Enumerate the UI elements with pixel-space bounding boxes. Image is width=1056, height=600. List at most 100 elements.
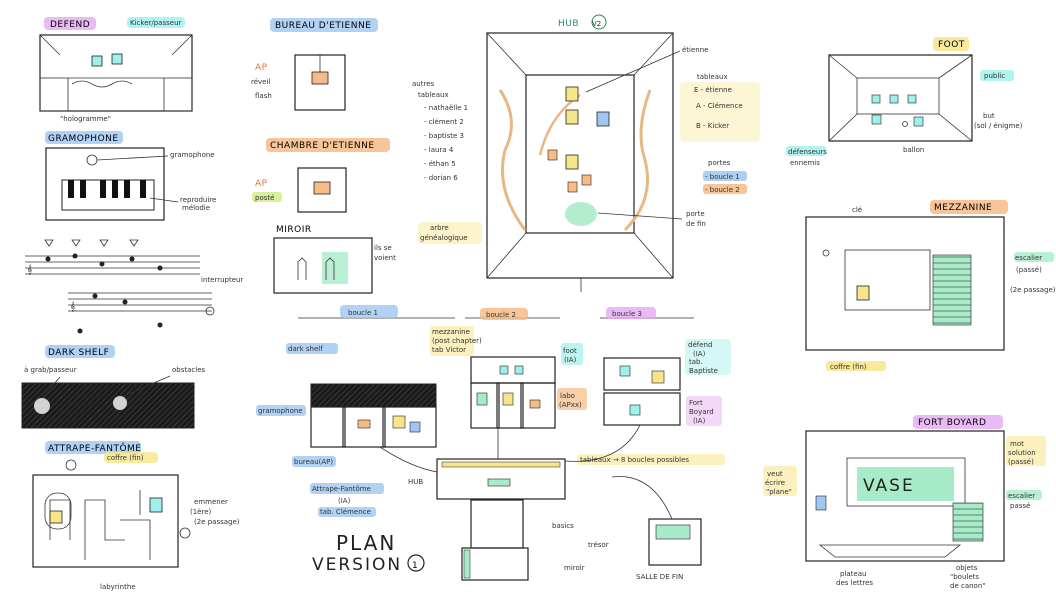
mezzanine-section: MEZZANINE clé escalier (passé) (2e passa… xyxy=(805,200,1056,371)
interrupteur-note: interrupteur xyxy=(201,276,243,284)
emmener-note-2: (1ère) xyxy=(190,508,212,516)
autres-tableaux-item: - éthan 5 xyxy=(424,160,456,168)
vase-word: VASE xyxy=(863,476,915,496)
plan-gramophone: gramophone xyxy=(258,407,303,415)
obstacles-note: obstacles xyxy=(172,366,206,374)
defenseurs-note-2: ennemis xyxy=(790,159,820,167)
but-note-2: (sol / énigme) xyxy=(974,122,1023,130)
plan-fort-3: (IA) xyxy=(693,417,706,425)
autres-head-2: tableaux xyxy=(418,91,449,99)
coffre-fin-mez: coffre (fin) xyxy=(830,363,867,371)
plan-dark-shelf: dark shelf xyxy=(288,345,323,353)
tableaux-b: B - Kicker xyxy=(696,122,729,130)
mot-note-2: solution xyxy=(1008,449,1036,457)
fort-boyard-section: FORT BOYARD VASE mot solution (passé) es… xyxy=(763,415,1046,590)
plan-mezzanine-2: (post chapter) xyxy=(432,337,482,345)
plan-hub: HUB xyxy=(408,478,423,486)
objets-note-2: "boulets xyxy=(950,573,979,581)
plan-tresor: trésor xyxy=(588,541,609,549)
porte-fin-1: porte xyxy=(686,210,705,218)
emmener-note-1: emmener xyxy=(194,498,228,506)
tableaux-head: tableaux xyxy=(697,73,728,81)
plan-basics: basics xyxy=(552,522,574,530)
plan-attrape-1: Attrape-Fantôme xyxy=(312,485,371,493)
dark-shelf-section: DARK SHELF à grab/passeur obstacles xyxy=(21,345,206,429)
miroir-title: MIROIR xyxy=(276,225,312,235)
plan-labo-1: labo xyxy=(560,392,575,400)
dark-shelf-title: DARK SHELF xyxy=(48,348,109,358)
defend-hologramme-label: "hologramme" xyxy=(60,115,111,123)
plan-bureau: bureau(AP) xyxy=(294,458,333,466)
bureau-reveil: réveil xyxy=(251,78,270,86)
fort-boyard-title: FORT BOYARD xyxy=(918,418,986,428)
plan-miroir: miroir xyxy=(564,564,585,572)
plan-title: PLAN xyxy=(336,531,396,555)
chambre-section: CHAMBRE D'ETIENNE AP posté xyxy=(252,138,390,213)
chambre-poste: posté xyxy=(255,194,274,202)
tableaux-a: A - Clémence xyxy=(696,102,743,110)
attrape-section: ATTRAPE-FANTÔME coffre (fin) emmener (1è… xyxy=(32,441,240,591)
hub-version: V2 xyxy=(592,20,601,28)
plan-labo-2: (APxx) xyxy=(559,401,582,409)
plan-tableaux-boucles: tableaux → 8 boucles possibles xyxy=(580,456,689,464)
esc-fb-note-1: escalier xyxy=(1008,492,1035,500)
portes-boucle2: - boucle 2 xyxy=(705,186,740,194)
plan-version-num: 1 xyxy=(412,561,418,571)
objets-note-3: de canon" xyxy=(950,582,986,590)
bureau-title: BUREAU D'ETIENNE xyxy=(275,21,371,31)
autres-tableaux-item: - laura 4 xyxy=(424,146,454,154)
tableaux-e: E - étienne xyxy=(694,86,732,94)
mot-note-3: (passé) xyxy=(1008,458,1034,466)
foot-section: FOOT public but (sol / énigme) défenseur… xyxy=(786,37,1023,167)
defend-kicker-label: Kicker/passeur xyxy=(130,19,182,27)
emmener-note-3: (2e passage) xyxy=(194,518,240,526)
mot-note-1: mot xyxy=(1010,440,1024,448)
plan-version: VERSION xyxy=(312,555,402,575)
dark-grab-note: à grab/passeur xyxy=(24,366,77,374)
plan-section: boucle 1 boucle 2 boucle 3 dark shelf gr… xyxy=(256,305,731,581)
plan-foot-1: foot xyxy=(563,347,577,355)
bureau-flash: flash xyxy=(255,92,272,100)
plan-foot-2: (IA) xyxy=(564,356,577,364)
plan-attrape-2: (IA) xyxy=(338,497,351,505)
escalier-note-3: (2e passage) xyxy=(1010,286,1056,294)
ballon-note: ballon xyxy=(903,146,924,154)
miroir-note-1: ils se xyxy=(374,244,392,252)
music-staff-2: 𝄞 xyxy=(68,292,215,334)
hub-section: HUB V2 étienne tableaux E - étienne A - … xyxy=(412,14,760,292)
gramophone-section: GRAMOPHONE gramophone reproduire mélodie… xyxy=(25,131,243,334)
plan-defend-3: tab. xyxy=(689,358,703,366)
escalier-note-1: escalier xyxy=(1015,254,1042,262)
autres-tableaux-item: - baptiste 3 xyxy=(424,132,464,140)
portes-head: portes xyxy=(708,159,731,167)
gramophone-title: GRAMOPHONE xyxy=(48,134,119,144)
plan-defend-1: défend xyxy=(688,341,712,349)
objets-note-1: objets xyxy=(956,564,978,572)
bureau-section: BUREAU D'ETIENNE AP réveil flash xyxy=(251,18,378,111)
porte-fin-2: de fin xyxy=(686,220,706,228)
plan-attrape-3: tab. Clémence xyxy=(320,508,371,516)
plan-mezzanine-3: tab Victor xyxy=(432,346,466,354)
miroir-section: MIROIR ils se voient xyxy=(273,225,396,294)
cle-note: clé xyxy=(852,206,862,214)
mezzanine-title: MEZZANINE xyxy=(934,203,992,213)
but-note-1: but xyxy=(983,112,995,120)
defend-section: DEFEND Kicker/passeur "hologramme" xyxy=(39,17,193,123)
plan-salle-fin: SALLE DE FIN xyxy=(636,573,683,581)
public-note: public xyxy=(984,72,1005,80)
coffre-fin-note: coffre (fin) xyxy=(107,454,144,462)
boucle-3-label: boucle 3 xyxy=(612,310,642,318)
autres-tableaux-item: - clément 2 xyxy=(424,118,464,126)
autres-tableaux-list: - nathaëlle 1- clément 2- baptiste 3- la… xyxy=(424,104,468,182)
boucle-2-label: boucle 2 xyxy=(486,311,516,319)
defend-title: DEFEND xyxy=(50,20,90,30)
reproduire-note-1: reproduire xyxy=(180,196,216,204)
bureau-ap: AP xyxy=(255,63,268,73)
chambre-title: CHAMBRE D'ETIENNE xyxy=(270,141,375,151)
plateau-note-1: plateau xyxy=(840,570,866,578)
portes-boucle1: - boucle 1 xyxy=(705,173,740,181)
foot-title: FOOT xyxy=(938,40,965,50)
plan-fort-1: Fort xyxy=(689,399,703,407)
escalier-note-2: (passé) xyxy=(1016,266,1042,274)
